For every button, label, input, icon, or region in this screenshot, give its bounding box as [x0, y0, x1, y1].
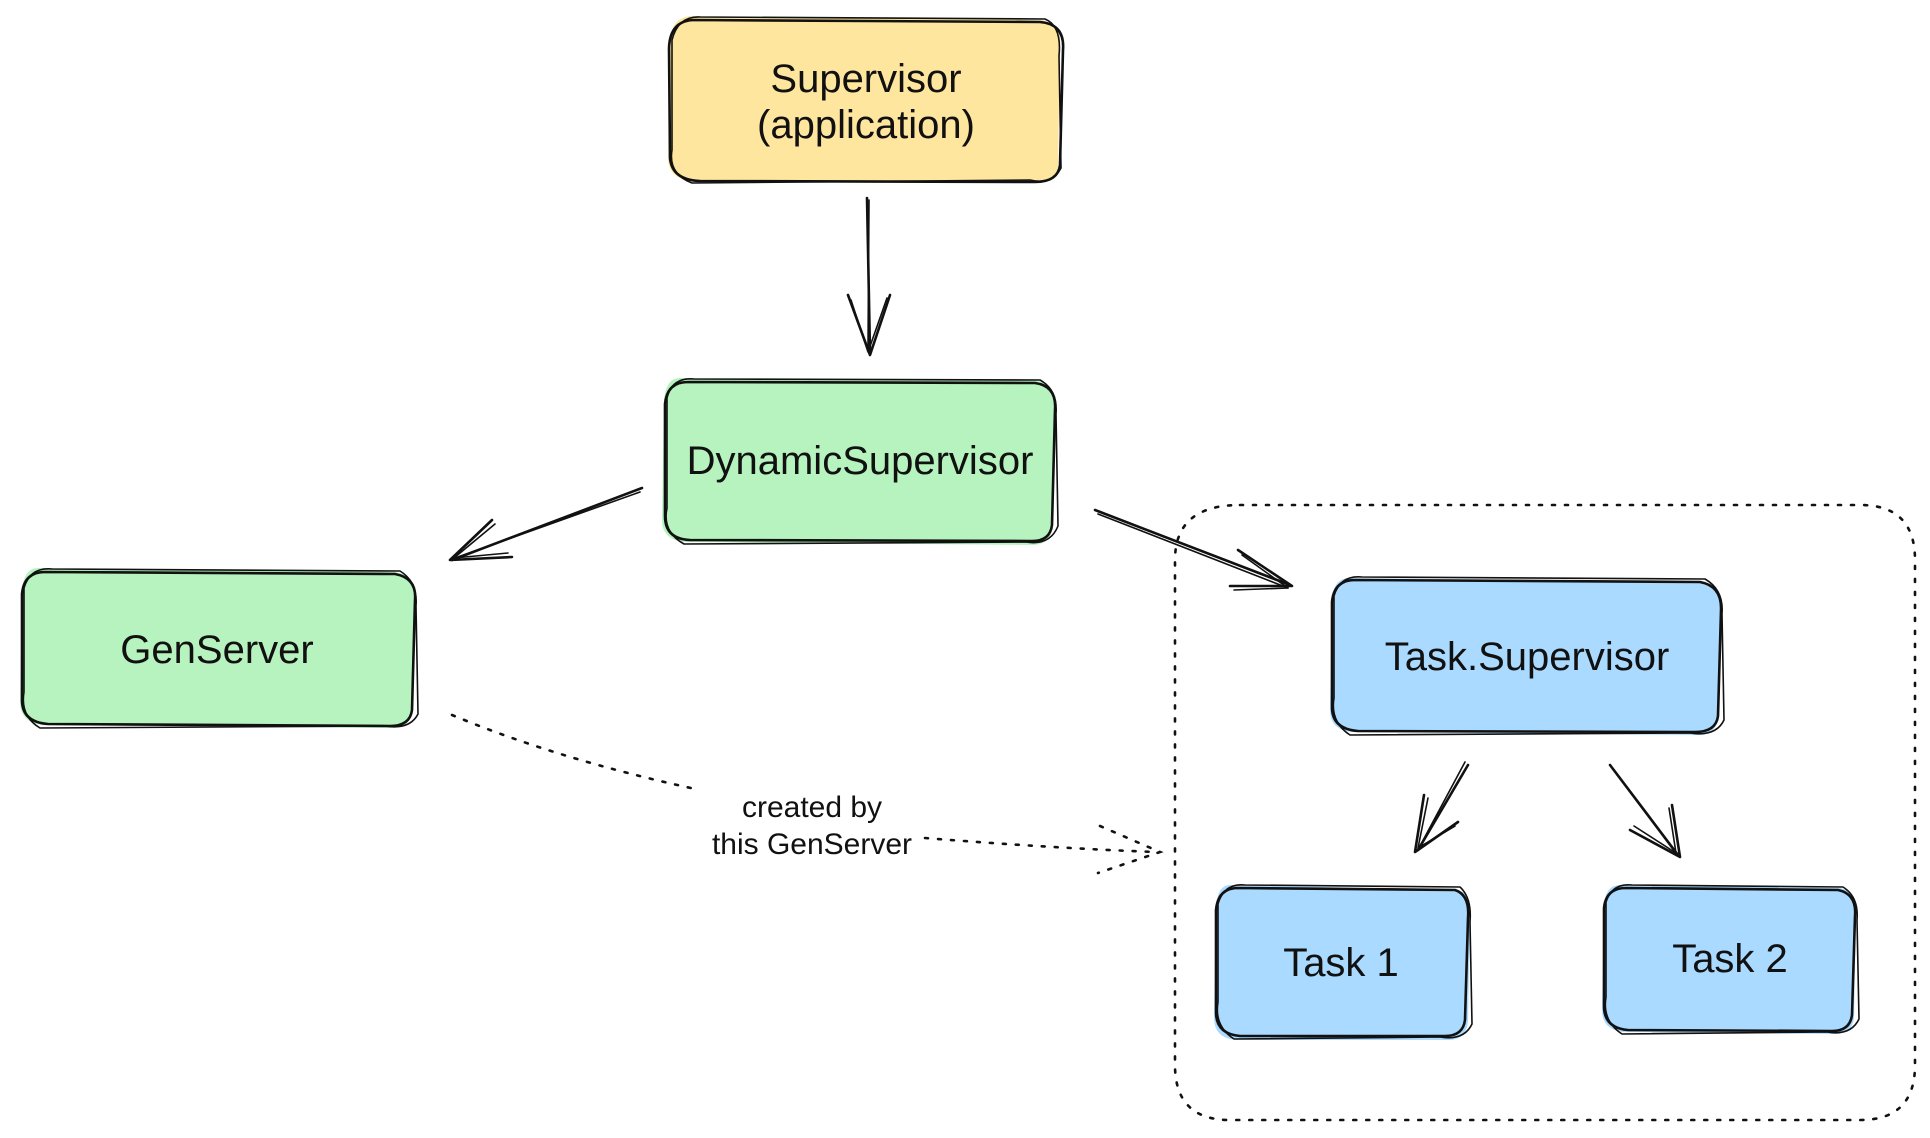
node-task-supervisor-label: Task.Supervisor — [1385, 635, 1670, 679]
edge-supervisor-to-dynamic-supervisor — [846, 196, 892, 357]
node-dynamic-supervisor-fill — [662, 378, 1055, 545]
edge-task-supervisor-to-task1 — [1413, 761, 1470, 854]
node-task1-fill — [1214, 885, 1471, 1040]
node-genserver[interactable]: GenServer — [20, 568, 419, 729]
edge-created-by-label-line1: created by — [742, 791, 882, 824]
node-task1[interactable]: Task 1 — [1214, 884, 1473, 1040]
node-task2[interactable]: Task 2 — [1602, 884, 1860, 1035]
node-task1-label: Task 1 — [1283, 941, 1399, 985]
node-dynamic-supervisor[interactable]: DynamicSupervisor — [662, 378, 1059, 545]
node-supervisor-label-line2: (application) — [757, 103, 975, 147]
edge-created-by-label-line2: this GenServer — [712, 828, 912, 861]
node-task2-label: Task 2 — [1672, 937, 1788, 981]
node-task-supervisor[interactable]: Task.Supervisor — [1330, 576, 1725, 736]
node-genserver-label: GenServer — [120, 628, 313, 672]
node-supervisor-label-line1: Supervisor — [770, 57, 961, 101]
node-supervisor[interactable]: Supervisor (application) — [667, 16, 1065, 184]
task-group-boundary — [1173, 503, 1917, 1122]
node-task2-fill — [1602, 885, 1857, 1034]
edge-dynamic-supervisor-to-task-supervisor — [1093, 508, 1294, 591]
node-supervisor-fill — [668, 16, 1061, 182]
node-genserver-fill — [20, 568, 415, 728]
edge-task-supervisor-to-task2 — [1608, 763, 1682, 859]
edge-dynamic-supervisor-to-genserver — [448, 486, 644, 562]
node-task-supervisor-fill — [1330, 578, 1721, 735]
node-dynamic-supervisor-label: DynamicSupervisor — [687, 439, 1034, 483]
edge-genserver-created-task-group: created by this GenServer — [450, 713, 1164, 875]
